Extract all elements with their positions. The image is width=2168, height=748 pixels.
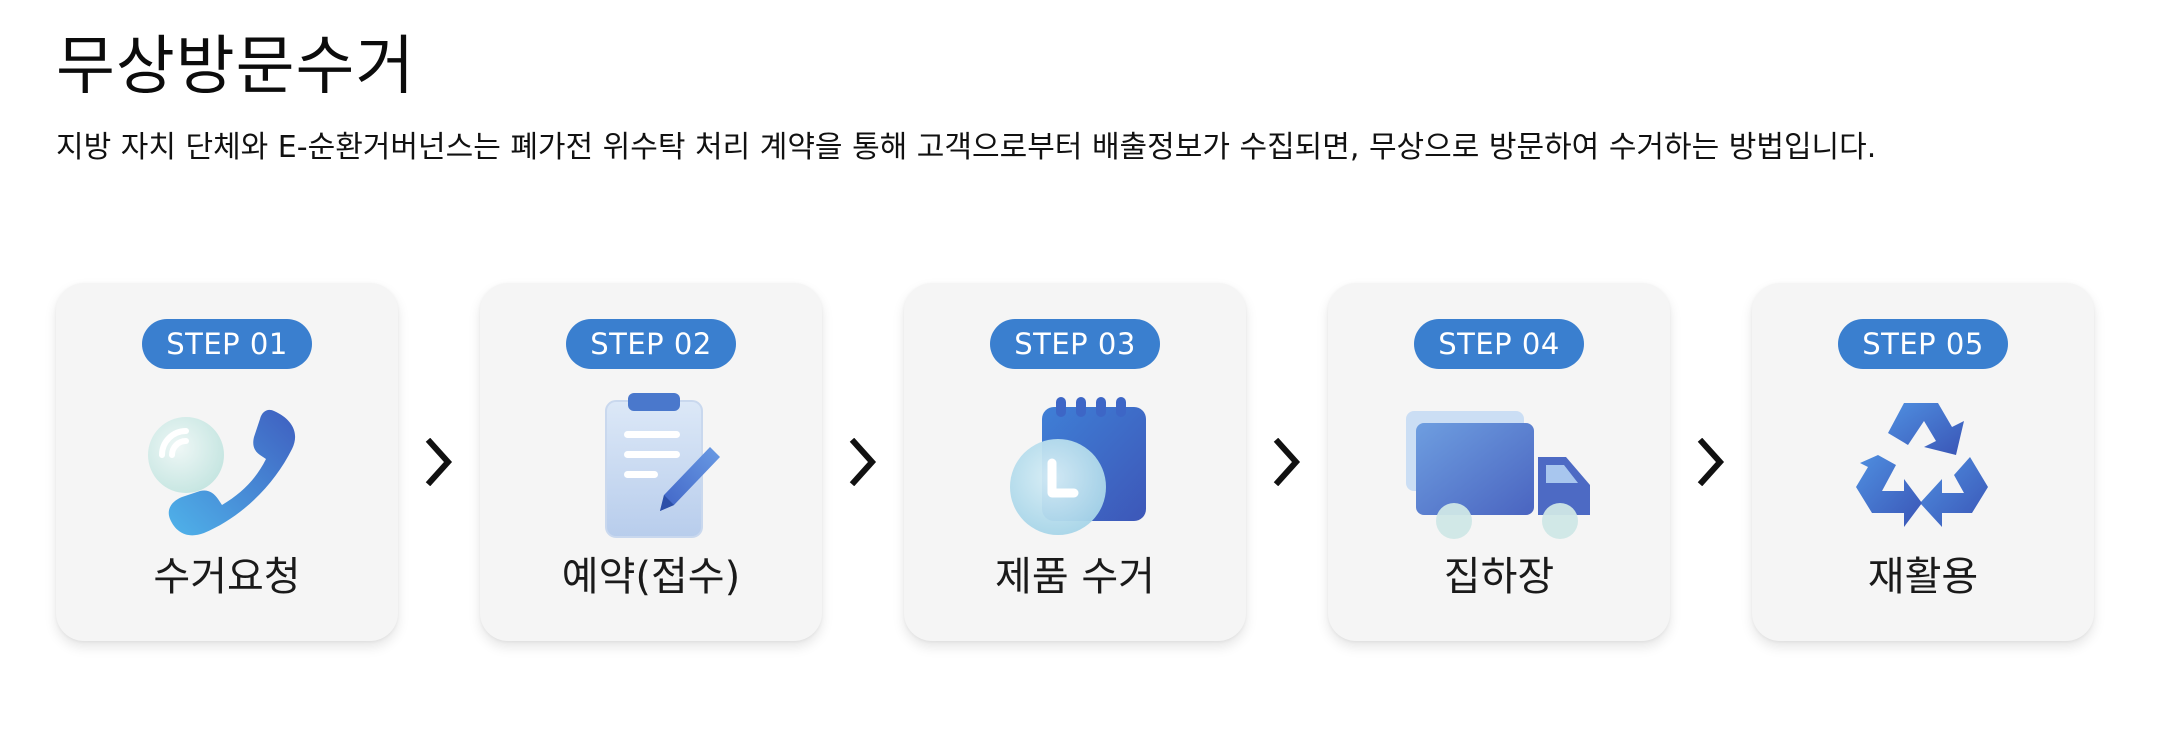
- step-label: 재활용: [1867, 554, 1979, 600]
- page-title: 무상방문수거: [56, 30, 416, 104]
- step-card-5: STEP 05 재활용: [1752, 283, 2094, 641]
- phone-icon: [142, 393, 312, 543]
- step-badge: STEP 01: [142, 319, 312, 369]
- step-badge: STEP 02: [566, 319, 736, 369]
- step-label: 집하장: [1443, 554, 1555, 600]
- step-card-2: STEP 02: [480, 283, 822, 641]
- calendar-clock-icon: [990, 393, 1160, 543]
- process-steps: STEP 01 수거요청: [56, 283, 2094, 641]
- step-label: 수거요청: [153, 554, 301, 600]
- step-badge: STEP 03: [990, 319, 1160, 369]
- chevron-right-icon: [398, 283, 480, 641]
- truck-icon: [1406, 393, 1590, 543]
- clipboard-icon: [566, 393, 736, 543]
- step-badge: STEP 04: [1414, 319, 1584, 369]
- step-label: 제품 수거: [995, 554, 1155, 600]
- page-description: 지방 자치 단체와 E-순환거버넌스는 폐가전 위수탁 처리 계약을 통해 고객…: [56, 130, 1877, 165]
- step-label: 예약(접수): [561, 554, 741, 600]
- step-badge: STEP 05: [1838, 319, 2008, 369]
- step-card-3: STEP 03: [904, 283, 1246, 641]
- step-card-1: STEP 01 수거요청: [56, 283, 398, 641]
- chevron-right-icon: [1246, 283, 1328, 641]
- chevron-right-icon: [1670, 283, 1752, 641]
- chevron-right-icon: [822, 283, 904, 641]
- recycle-icon: [1838, 393, 2008, 543]
- step-card-4: STEP 04 집하장: [1328, 283, 1670, 641]
